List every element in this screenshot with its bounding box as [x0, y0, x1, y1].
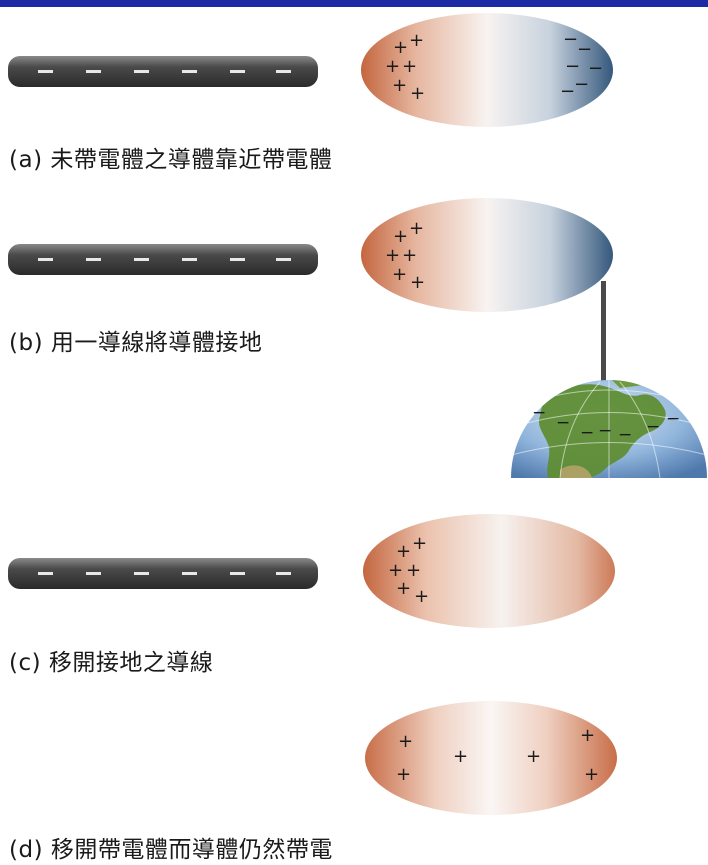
plus-sign: + [388, 560, 403, 581]
rod-b [8, 244, 318, 275]
minus-sign: − [598, 421, 612, 441]
plus-sign: + [453, 746, 468, 767]
ground-wire [601, 281, 606, 427]
plus-sign: + [409, 30, 424, 51]
plus-sign: + [584, 764, 599, 785]
minus-sign: − [577, 39, 592, 60]
minus-sign: − [646, 417, 660, 437]
plus-sign: + [392, 75, 407, 96]
plus-sign: + [392, 264, 407, 285]
plus-sign: + [410, 83, 425, 104]
plus-sign: + [412, 533, 427, 554]
caption-c: (c) 移開接地之導線 [9, 650, 214, 676]
plus-sign: + [402, 245, 417, 266]
plus-sign: + [396, 764, 411, 785]
plus-sign: + [580, 725, 595, 746]
charges-b: + + + + + + [385, 218, 425, 293]
conductor-b [361, 198, 613, 312]
plus-sign: + [526, 746, 541, 767]
caption-a: (a) 未帶電體之導體靠近帶電體 [9, 147, 333, 173]
rod-c [8, 558, 318, 589]
conductor-d [365, 701, 617, 815]
minus-sign: − [532, 403, 546, 423]
charges-d: + + + + + + [396, 725, 599, 785]
minus-sign: − [556, 413, 570, 433]
plus-sign: + [396, 541, 411, 562]
plus-sign: + [406, 560, 421, 581]
plus-sign: + [393, 37, 408, 58]
conductor-c [363, 514, 615, 628]
minus-sign: − [588, 58, 603, 79]
header-bar [0, 0, 708, 7]
rod-a [8, 56, 318, 87]
minus-sign: − [574, 74, 589, 95]
minus-sign: − [618, 425, 632, 445]
plus-sign: + [410, 272, 425, 293]
minus-sign: − [563, 29, 578, 50]
plus-sign: + [409, 218, 424, 239]
plus-sign: + [402, 56, 417, 77]
minus-sign: − [565, 56, 580, 77]
plus-sign: + [414, 586, 429, 607]
charges-a: + + + + + + − − − − − − [385, 29, 603, 104]
minus-sign: − [560, 81, 575, 102]
plus-sign: + [398, 731, 413, 752]
caption-d: (d) 移開帶電體而導體仍然帶電 [9, 837, 333, 863]
caption-b: (b) 用一導線將導體接地 [9, 330, 263, 356]
plus-sign: + [385, 245, 400, 266]
minus-sign: − [580, 423, 594, 443]
earth-globe: − − − − − − − [511, 380, 707, 478]
minus-sign: − [666, 409, 680, 429]
charges-c: + + + + + + [388, 533, 429, 607]
plus-sign: + [393, 226, 408, 247]
plus-sign: + [385, 56, 400, 77]
conductor-a [361, 13, 613, 127]
plus-sign: + [396, 578, 411, 599]
